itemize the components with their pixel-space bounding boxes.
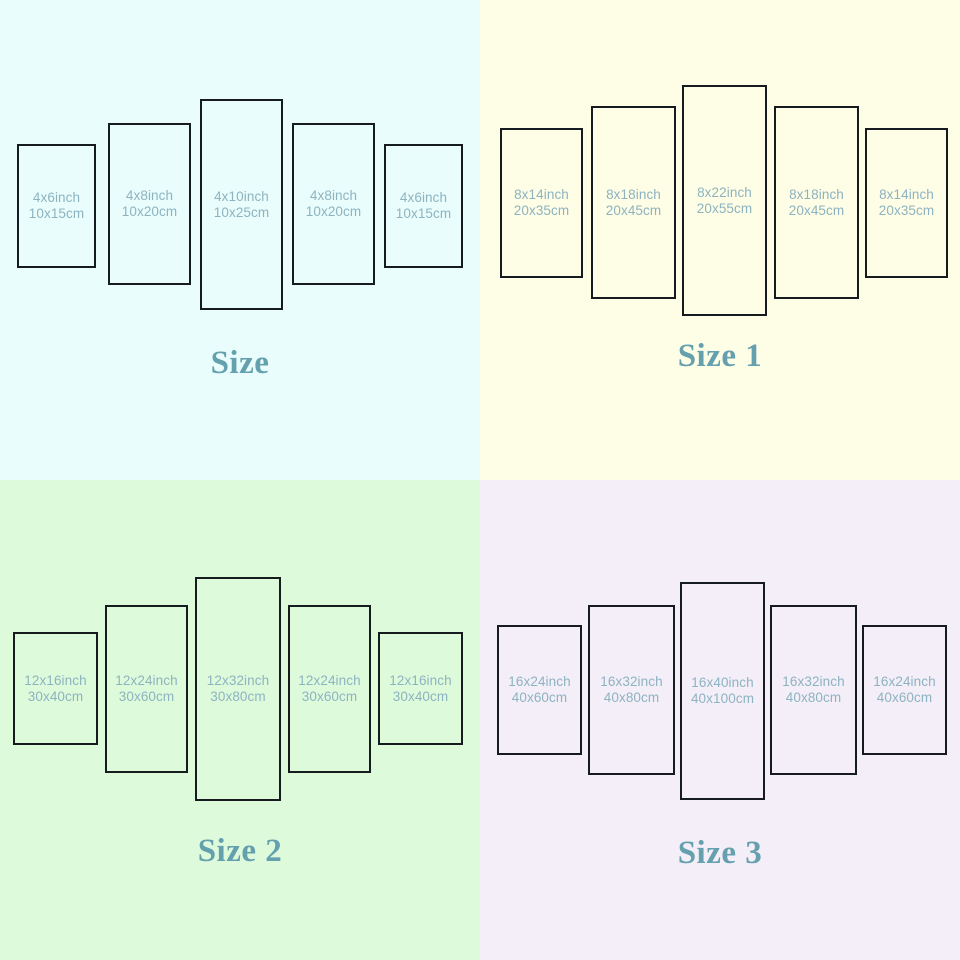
panel-size-centimeters: 10x20cm xyxy=(121,204,178,219)
panel-size-centimeters: 40x60cm xyxy=(511,690,568,705)
size-option-title-size: Size xyxy=(210,345,270,381)
panel-size-inches: 16x24inch xyxy=(508,674,571,690)
panel-size-centimeters: 20x45cm xyxy=(605,202,662,218)
panel-size-inches: 16x32inch xyxy=(600,674,663,690)
panel-size-inches: 16x32inch xyxy=(782,674,845,690)
panel-size-centimeters: 30x40cm xyxy=(392,688,449,704)
panel-size-centimeters: 10x20cm xyxy=(305,204,362,219)
panel-size-centimeters: 30x80cm xyxy=(210,689,266,704)
size-option-title-size-2: Size 2 xyxy=(197,833,283,869)
panel-size-inches: 12x16inch xyxy=(24,672,87,688)
size-option-title-size-3: Size 3 xyxy=(677,835,763,871)
panel-size-centimeters: 20x35cm xyxy=(513,203,570,218)
panel-size-inches: 4x10inch xyxy=(214,188,269,204)
panel-size-centimeters: 10x15cm xyxy=(28,206,85,221)
panel-size-inches: 12x16inch xyxy=(389,672,452,688)
panel-size-inches: 4x8inch xyxy=(309,188,358,204)
panel-size-centimeters: 30x60cm xyxy=(118,689,175,704)
panel-size-inches: 12x32inch xyxy=(206,673,270,689)
panel-size-centimeters: 40x80cm xyxy=(785,690,842,705)
panel-size-inches: 8x18inch xyxy=(606,186,661,202)
panel-size-centimeters: 40x100cm xyxy=(690,691,755,706)
panel-size-centimeters: 10x25cm xyxy=(213,204,270,220)
panel-size-centimeters: 20x55cm xyxy=(696,200,753,216)
size-option-title-size-1: Size 1 xyxy=(677,338,763,374)
panel-size-centimeters: 30x60cm xyxy=(301,689,358,704)
panel-size-inches: 8x22inch xyxy=(697,184,752,200)
panel-size-centimeters: 20x45cm xyxy=(788,202,845,218)
panel-size-centimeters: 40x60cm xyxy=(876,690,933,705)
panel-size-inches: 12x24inch xyxy=(298,673,361,689)
panel-size-inches: 16x40inch xyxy=(691,675,754,691)
panel-size-inches: 8x14inch xyxy=(514,187,569,203)
panel-size-inches: 12x24inch xyxy=(115,673,178,689)
panel-size-centimeters: 10x15cm xyxy=(395,206,452,221)
panel-size-inches: 8x18inch xyxy=(789,186,844,202)
panel-size-inches: 4x6inch xyxy=(32,190,81,206)
panel-size-inches: 8x14inch xyxy=(879,187,934,203)
panel-size-centimeters: 20x35cm xyxy=(878,203,935,218)
panel-size-centimeters: 40x80cm xyxy=(603,690,660,705)
panel-size-inches: 16x24inch xyxy=(873,674,936,690)
panel-size-centimeters: 30x40cm xyxy=(27,688,84,704)
panel-size-inches: 4x8inch xyxy=(125,188,174,204)
panel-size-inches: 4x6inch xyxy=(399,190,448,206)
